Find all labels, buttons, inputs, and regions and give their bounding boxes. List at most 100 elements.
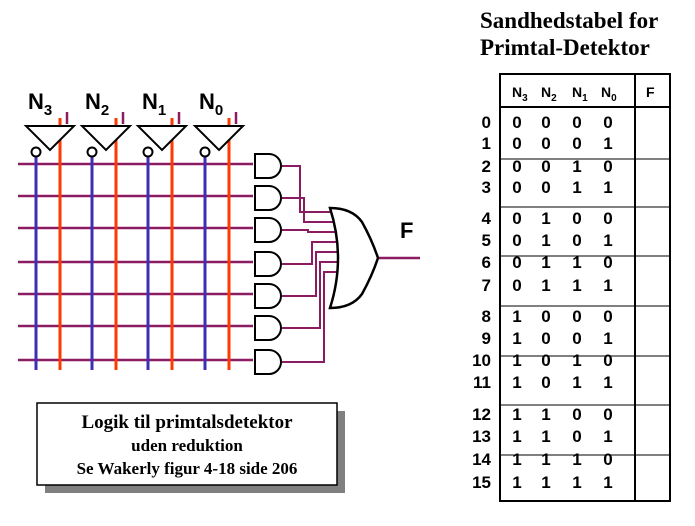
table-row-index: 9 xyxy=(482,329,491,348)
table-header-n2: N2 xyxy=(541,84,557,104)
table-cell-bit: 0 xyxy=(512,157,521,176)
input-label-n0: N0 xyxy=(199,89,223,119)
table-header-n0: N0 xyxy=(601,84,617,104)
table-header-f: F xyxy=(646,84,655,100)
table-cell-bit: 1 xyxy=(512,427,521,446)
table-cell-bit: 1 xyxy=(603,427,612,446)
table-cell-bit: 0 xyxy=(512,276,521,295)
table-cell-bit: 0 xyxy=(603,351,612,370)
table-row-index: 5 xyxy=(482,231,491,250)
and-gate-4-icon xyxy=(254,251,282,277)
table-cell-bit: 1 xyxy=(541,427,550,446)
table-row-index: 4 xyxy=(482,209,492,228)
table-row-index: 1 xyxy=(482,134,491,153)
table-cell-bit: 1 xyxy=(603,329,612,348)
inverter-bubble-3-icon xyxy=(30,146,42,158)
table-cell-bit: 1 xyxy=(572,253,581,272)
table-cell-bit: 1 xyxy=(541,276,550,295)
and-output-wire-2 xyxy=(281,197,344,223)
table-cell-bit: 1 xyxy=(512,450,521,469)
table-cell-bit: 0 xyxy=(603,307,612,326)
caption-line-3: Se Wakerly figur 4-18 side 206 xyxy=(77,459,298,478)
and-output-wire-4 xyxy=(281,241,344,265)
table-cell-bit: 1 xyxy=(512,405,521,424)
table-cell-bit: 1 xyxy=(541,473,550,492)
table-cell-bit: 1 xyxy=(572,473,581,492)
table-cell-bit: 0 xyxy=(572,405,581,424)
table-row-index: 7 xyxy=(482,276,491,295)
table-cell-bit: 1 xyxy=(572,351,581,370)
table-cell-bit: 0 xyxy=(541,329,550,348)
table-cell-bit: 1 xyxy=(512,351,521,370)
table-row-index: 6 xyxy=(482,253,491,272)
table-cell-bit: 0 xyxy=(603,157,612,176)
table-cell-bit: 1 xyxy=(572,276,581,295)
table-cell-bit: 1 xyxy=(541,231,550,250)
table-cell-bit: 1 xyxy=(512,329,521,348)
table-cell-bit: 0 xyxy=(572,329,581,348)
inverter-3-icon xyxy=(23,125,77,152)
table-cell-bit: 0 xyxy=(541,307,550,326)
table-cell-bit: 0 xyxy=(572,134,581,153)
table-cell-bit: 1 xyxy=(603,276,612,295)
table-cell-bit: 1 xyxy=(512,307,521,326)
inverter-1-icon xyxy=(135,125,189,152)
table-cell-bit: 0 xyxy=(541,351,550,370)
table-row-index: 13 xyxy=(472,427,491,446)
table-cell-bit: 1 xyxy=(603,178,612,197)
and-gate-3-icon xyxy=(254,217,282,243)
table-cell-bit: 1 xyxy=(541,253,550,272)
and-gate-7-icon xyxy=(254,349,282,375)
table-row-index: 8 xyxy=(482,307,491,326)
table-cell-bit: 1 xyxy=(603,134,612,153)
truth-table-frame xyxy=(499,73,671,502)
table-cell-bit: 0 xyxy=(603,209,612,228)
and-output-wire-7 xyxy=(281,271,344,363)
and-output-wire-5 xyxy=(281,251,344,297)
table-cell-bit: 0 xyxy=(541,178,550,197)
inverter-bubble-0-icon xyxy=(199,146,211,158)
table-cell-bit: 0 xyxy=(541,134,550,153)
table-row-index: 15 xyxy=(472,473,491,492)
and-gate-1-icon xyxy=(254,153,282,179)
table-title-line-1: Sandhedstabel for xyxy=(480,8,658,33)
inverter-bubble-1-icon xyxy=(142,146,154,158)
table-cell-bit: 0 xyxy=(541,373,550,392)
table-row-index: 0 xyxy=(482,113,491,132)
table-cell-bit: 0 xyxy=(512,113,521,132)
table-header-n3: N3 xyxy=(512,84,528,104)
table-cell-bit: 0 xyxy=(603,113,612,132)
table-row-index: 12 xyxy=(472,405,491,424)
table-row-index: 11 xyxy=(473,373,491,392)
output-label-f: F xyxy=(400,218,413,243)
inverter-0-icon xyxy=(192,125,246,152)
table-cell-bit: 0 xyxy=(541,157,550,176)
table-row-index: 10 xyxy=(472,351,491,370)
input-labels: N3 N2 N1 N0 xyxy=(28,89,223,119)
table-cell-bit: 1 xyxy=(572,450,581,469)
table-cell-bit: 0 xyxy=(603,450,612,469)
table-cell-bit: 0 xyxy=(512,209,521,228)
or-gate-icon xyxy=(328,206,380,310)
table-cell-bit: 1 xyxy=(512,473,521,492)
table-cell-bit: 0 xyxy=(512,178,521,197)
table-cell-bit: 0 xyxy=(541,113,550,132)
table-cell-bit: 1 xyxy=(512,373,521,392)
table-row-index: 3 xyxy=(482,178,491,197)
table-cell-bit: 1 xyxy=(572,178,581,197)
table-cell-bit: 1 xyxy=(572,157,581,176)
caption-panel xyxy=(36,402,338,486)
table-cell-bit: 1 xyxy=(603,373,612,392)
table-cell-bit: 1 xyxy=(572,373,581,392)
inverter-2-icon xyxy=(79,125,133,152)
table-cell-bit: 1 xyxy=(541,450,550,469)
table-cell-bit: 0 xyxy=(572,427,581,446)
and-output-wire-1 xyxy=(281,165,344,213)
input-label-n3: N3 xyxy=(28,89,52,119)
inverter-bubble-2-icon xyxy=(86,146,98,158)
table-cell-bit: 0 xyxy=(572,307,581,326)
and-gate-2-icon xyxy=(254,185,282,211)
